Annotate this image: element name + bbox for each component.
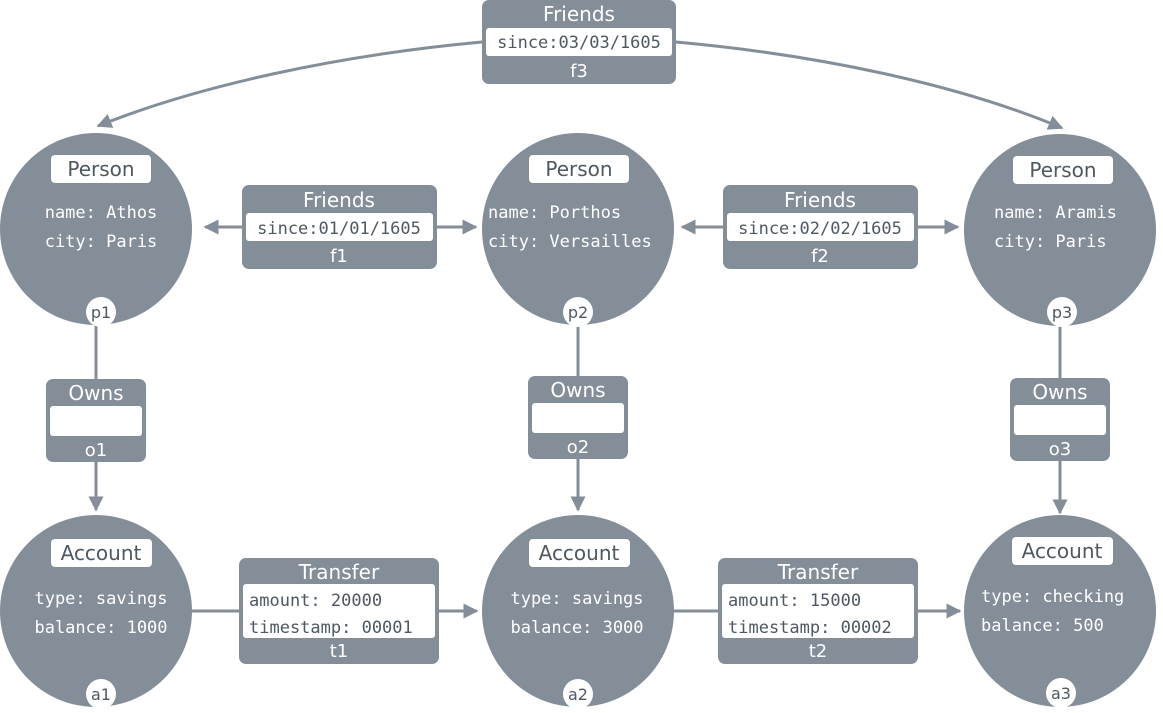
edge-prop: since:02/02/1605 bbox=[738, 219, 902, 239]
edge-props-panel bbox=[50, 406, 142, 436]
node-prop: balance: 1000 bbox=[34, 618, 167, 638]
edge-f3[interactable]: Friends since:03/03/1605 f3 bbox=[482, 0, 676, 84]
edge-o3[interactable]: Owns o3 bbox=[1010, 378, 1110, 461]
node-prop: city: Paris bbox=[994, 232, 1107, 252]
node-a1[interactable]: Account type: savings balance: 1000 a1 bbox=[0, 515, 192, 709]
node-prop: name: Athos bbox=[45, 203, 158, 223]
edge-label: Transfer bbox=[298, 560, 380, 584]
node-label-chip bbox=[529, 539, 630, 567]
edge-t2[interactable]: Transfer amount: 15000 timestamp: 00002 … bbox=[718, 558, 918, 664]
edge-label: Owns bbox=[1032, 380, 1087, 404]
node-prop: city: Paris bbox=[45, 232, 158, 252]
edge-f2[interactable]: Friends since:02/02/1605 f2 bbox=[723, 185, 918, 269]
edge-id: f3 bbox=[570, 61, 588, 82]
edge-o2[interactable]: Owns o2 bbox=[528, 376, 628, 459]
edge-prop: amount: 15000 bbox=[728, 591, 861, 611]
edge-prop: timestamp: 00001 bbox=[249, 618, 413, 638]
node-id-badge bbox=[86, 297, 116, 327]
edge-id: f2 bbox=[811, 246, 829, 267]
edge-id: o3 bbox=[1049, 439, 1071, 460]
edge-props-panel bbox=[727, 213, 914, 241]
edge-props-panel bbox=[246, 213, 433, 241]
node-id: a3 bbox=[1051, 684, 1071, 703]
node-label-chip bbox=[529, 155, 629, 183]
node-a2[interactable]: Account type: savings balance: 3000 a2 bbox=[482, 515, 674, 709]
node-id-badge bbox=[563, 679, 593, 709]
node-label-chip bbox=[1012, 537, 1113, 565]
edge-id: t1 bbox=[330, 641, 349, 662]
node-prop: type: checking bbox=[981, 587, 1124, 607]
node-id-badge bbox=[1046, 678, 1076, 708]
edge-props-panel bbox=[486, 28, 672, 56]
edge-label: Friends bbox=[303, 188, 375, 212]
node-prop: name: Porthos bbox=[488, 203, 621, 223]
edge-label: Transfer bbox=[777, 560, 859, 584]
edge-label: Owns bbox=[550, 378, 605, 402]
node-label-chip bbox=[51, 155, 151, 183]
node-label-chip bbox=[51, 539, 152, 567]
node-id: p1 bbox=[91, 303, 111, 322]
node-prop: type: savings bbox=[510, 589, 643, 609]
edge-id: o1 bbox=[85, 440, 107, 461]
edge-props-panel bbox=[1014, 405, 1106, 435]
edge-lines bbox=[88, 40, 1068, 619]
node-id: a2 bbox=[568, 685, 588, 704]
node-label: Account bbox=[1022, 539, 1103, 563]
edge-label: Owns bbox=[68, 381, 123, 405]
edge-id: o2 bbox=[567, 437, 589, 458]
edge-line-f3-right bbox=[675, 40, 1064, 130]
node-label-chip bbox=[1013, 156, 1113, 184]
node-label: Person bbox=[1029, 158, 1096, 182]
edge-label: Friends bbox=[543, 2, 615, 26]
edge-f1[interactable]: Friends since:01/01/1605 f1 bbox=[242, 185, 437, 269]
node-label: Account bbox=[539, 541, 620, 565]
node-prop: balance: 500 bbox=[981, 616, 1104, 636]
edge-line-f3-left bbox=[96, 40, 483, 128]
edge-t1[interactable]: Transfer amount: 20000 timestamp: 00001 … bbox=[239, 558, 439, 664]
edge-prop: since:03/03/1605 bbox=[497, 33, 661, 53]
node-label: Person bbox=[545, 157, 612, 181]
edge-props-panel bbox=[722, 584, 914, 638]
node-id: p2 bbox=[568, 303, 588, 322]
node-label: Person bbox=[67, 157, 134, 181]
edge-label: Friends bbox=[784, 188, 856, 212]
node-p2[interactable]: Person name: Porthos city: Versailles p2 bbox=[482, 133, 674, 327]
node-id: p3 bbox=[1052, 303, 1072, 322]
edge-prop: amount: 20000 bbox=[249, 591, 382, 611]
node-prop: city: Versailles bbox=[488, 232, 652, 252]
node-id-badge bbox=[1047, 297, 1077, 327]
node-id: a1 bbox=[91, 685, 111, 704]
edge-prop: since:01/01/1605 bbox=[257, 219, 421, 239]
edge-id: t2 bbox=[809, 641, 828, 662]
node-id-badge bbox=[563, 297, 593, 327]
node-prop: name: Aramis bbox=[994, 203, 1117, 223]
node-id-badge bbox=[86, 679, 116, 709]
edge-prop: timestamp: 00002 bbox=[728, 618, 892, 638]
node-label: Account bbox=[61, 541, 142, 565]
node-p1[interactable]: Person name: Athos city: Paris p1 bbox=[0, 133, 192, 327]
node-a3[interactable]: Account type: checking balance: 500 a3 bbox=[964, 515, 1156, 708]
node-p3[interactable]: Person name: Aramis city: Paris p3 bbox=[964, 134, 1156, 327]
edge-props-panel bbox=[243, 584, 435, 638]
node-prop: balance: 3000 bbox=[510, 618, 643, 638]
node-prop: type: savings bbox=[34, 589, 167, 609]
edge-o1[interactable]: Owns o1 bbox=[46, 379, 146, 462]
edge-id: f1 bbox=[330, 246, 348, 267]
edge-props-panel bbox=[532, 403, 624, 433]
